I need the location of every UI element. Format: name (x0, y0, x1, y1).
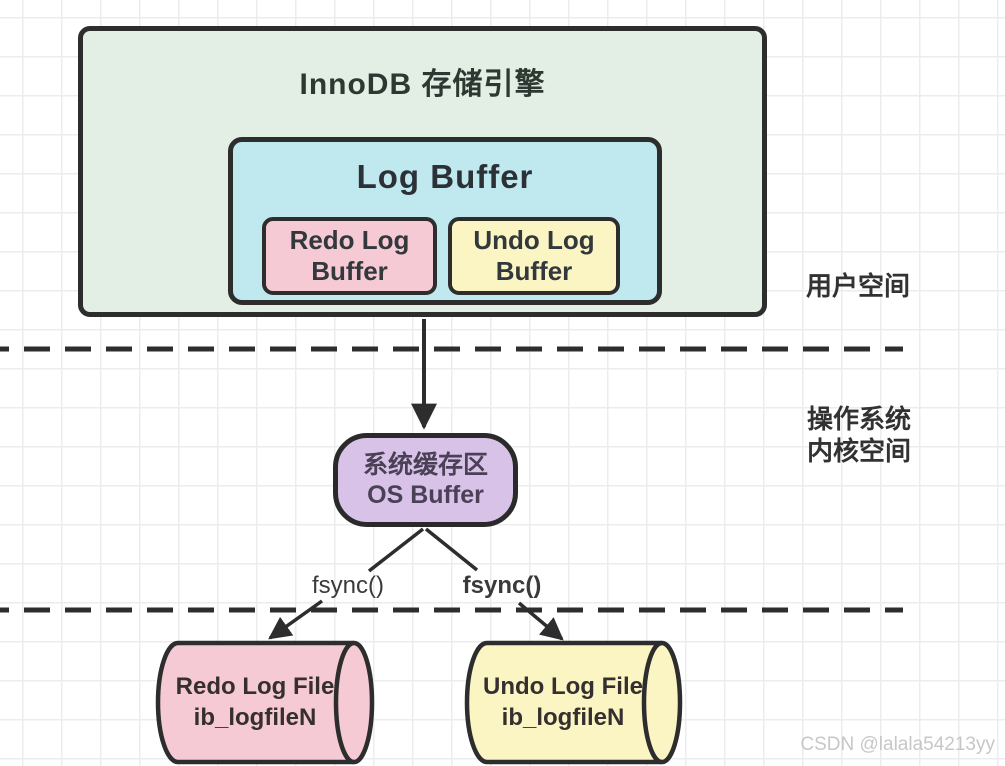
kernel-space-label-line1: 操作系统 (806, 404, 911, 434)
fsync-arrow-to-undo-file (517, 601, 564, 641)
fsync-label-right: fsync() (462, 572, 542, 599)
undo-log-buffer-box: Undo Log Buffer (448, 217, 620, 295)
redo-log-buffer-line1: Redo Log (289, 225, 410, 255)
undo-log-buffer-line1: Undo Log (473, 225, 595, 255)
undo-log-buffer-line2: Buffer (495, 256, 573, 286)
redo-log-file-label: Redo Log File ib_logfileN (160, 671, 350, 733)
csdn-watermark: CSDN @lalala54213yy (800, 734, 995, 755)
redo-log-buffer-line2: Buffer (311, 256, 388, 286)
redo-log-file-line2: ib_logfileN (193, 704, 317, 731)
undo-log-file-line1: Undo Log File (483, 673, 643, 700)
fsync-line-left (367, 527, 425, 573)
redo-log-file-cylinder (155, 640, 375, 765)
log-buffer-title: Log Buffer (356, 158, 534, 195)
undo-log-file-label: Undo Log File ib_logfileN (468, 671, 658, 733)
fsync-line-right (424, 527, 479, 572)
undo-log-file-line2: ib_logfileN (501, 704, 625, 731)
redo-log-file-line1: Redo Log File (175, 673, 335, 700)
os-buffer-box: 系统缓存区 OS Buffer (333, 433, 518, 527)
kernel-space-label: 操作系统 内核空间 (800, 403, 918, 467)
kernel-space-label-line2: 内核空间 (806, 436, 911, 466)
undo-log-file-cylinder (464, 640, 683, 765)
log-buffer-box: Log Buffer Redo Log Buffer Undo Log Buff… (228, 137, 662, 305)
os-buffer-line2: OS Buffer (367, 481, 484, 509)
fsync-label-left: fsync() (312, 572, 384, 599)
redo-log-buffer-box: Redo Log Buffer (262, 217, 437, 295)
innodb-engine-title: InnoDB 存储引擎 (299, 68, 546, 101)
fsync-arrow-to-redo-file (268, 599, 324, 640)
innodb-engine-box: InnoDB 存储引擎 Log Buffer Redo Log Buffer U… (78, 26, 767, 317)
user-space-label: 用户空间 (805, 271, 910, 301)
undo-cylinder-cap-edge (641, 640, 663, 765)
redo-cylinder-cap-edge (333, 640, 355, 765)
os-buffer-line1: 系统缓存区 (362, 451, 488, 479)
